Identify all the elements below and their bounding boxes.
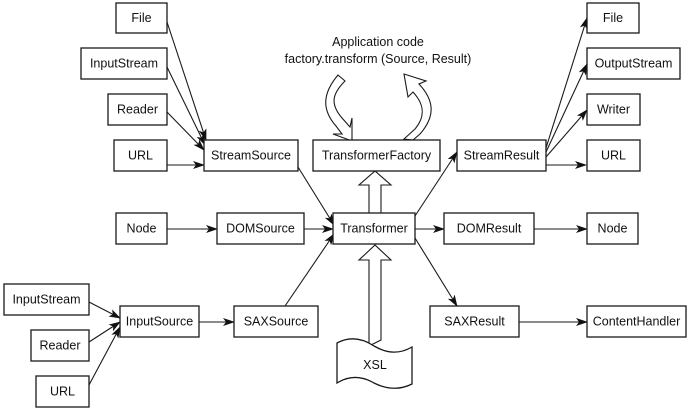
node-reader-in-label: Reader	[117, 103, 158, 117]
node-node-out-label: Node	[598, 222, 628, 236]
caption-factory-transform: factory.transform (Source, Result)	[285, 52, 472, 66]
curved-arrow-down-icon	[325, 74, 353, 142]
node-domresult: DOMResult	[443, 212, 535, 245]
node-saxresult-label: SAXResult	[444, 315, 505, 329]
edge-reader-to-streamsource	[166, 111, 205, 151]
node-url-out-label: URL	[601, 149, 626, 163]
node-transformer-label: Transformer	[340, 222, 408, 236]
edge-transformer-to-saxresult	[414, 237, 458, 307]
edge-reader-to-inputsource	[88, 321, 121, 343]
node-file-in: File	[115, 2, 168, 34]
edge-streamresult-to-outputstream	[545, 63, 588, 153]
node-streamresult-label: StreamResult	[464, 149, 540, 163]
node-domresult-label: DOMResult	[457, 222, 522, 236]
node-saxresult: SAXResult	[429, 305, 520, 338]
edges	[88, 17, 588, 386]
node-node-in: Node	[115, 212, 168, 245]
node-streamresult: StreamResult	[456, 139, 547, 172]
node-writer-out: Writer	[586, 93, 641, 126]
edge-saxsource-to-transformer	[284, 233, 335, 307]
edge-file-to-streamsource	[166, 21, 207, 141]
xsl-document: XSL	[336, 338, 413, 390]
node-streamsource-label: StreamSource	[211, 149, 291, 163]
hollow-arrow-up-from-xsl-icon	[357, 244, 393, 347]
node-domsource: DOMSource	[216, 212, 305, 245]
xsl-label: XSL	[363, 358, 387, 372]
node-url-in: URL	[113, 139, 168, 172]
edge-inputstream-to-streamsource	[166, 66, 206, 146]
node-outputstream-out-label: OutputStream	[595, 57, 673, 71]
node-reader-in: Reader	[107, 93, 168, 126]
node-url-out: URL	[586, 139, 641, 172]
node-contenthandler-label: ContentHandler	[593, 315, 681, 329]
hollow-arrow-up-to-factory-icon	[357, 170, 393, 214]
node-node-in-label: Node	[127, 222, 157, 236]
curved-arrow-up-icon	[402, 73, 432, 141]
node-url-sax-label: URL	[50, 385, 75, 399]
edge-streamresult-to-file	[545, 17, 588, 149]
node-inputstream-in: InputStream	[80, 47, 168, 80]
edge-streamresult-to-writer	[545, 109, 588, 158]
node-transformerfactory: TransformerFactory	[312, 139, 441, 172]
node-streamsource: StreamSource	[203, 139, 299, 172]
node-file-in-label: File	[131, 11, 151, 25]
node-saxsource-label: SAXSource	[244, 315, 309, 329]
node-transformer: Transformer	[332, 212, 416, 245]
node-outputstream-out: OutputStream	[586, 47, 681, 80]
node-saxsource: SAXSource	[233, 305, 319, 338]
node-url-sax: URL	[35, 375, 90, 408]
node-reader-sax: Reader	[30, 329, 90, 362]
edge-transformer-to-streamresult	[414, 151, 458, 217]
caption-application-code: Application code	[332, 35, 424, 49]
node-transformerfactory-label: TransformerFactory	[322, 149, 432, 163]
node-contenthandler: ContentHandler	[586, 305, 687, 338]
node-inputsource-label: InputSource	[126, 315, 193, 329]
node-file-out-label: File	[603, 11, 623, 25]
node-file-out: File	[586, 2, 640, 34]
node-inputstream-sax: InputStream	[3, 283, 90, 316]
node-inputsource: InputSource	[119, 305, 200, 338]
edge-url-to-inputsource	[88, 326, 121, 386]
node-inputstream-sax-label: InputStream	[12, 293, 80, 307]
edge-streamsource-to-transformer	[297, 166, 335, 226]
edge-inputstream-to-inputsource	[88, 301, 121, 319]
node-node-out: Node	[586, 212, 639, 245]
node-writer-out-label: Writer	[597, 103, 630, 117]
node-url-in-label: URL	[128, 149, 153, 163]
node-domsource-label: DOMSource	[226, 222, 295, 236]
node-inputstream-in-label: InputStream	[90, 57, 158, 71]
node-reader-sax-label: Reader	[40, 339, 81, 353]
